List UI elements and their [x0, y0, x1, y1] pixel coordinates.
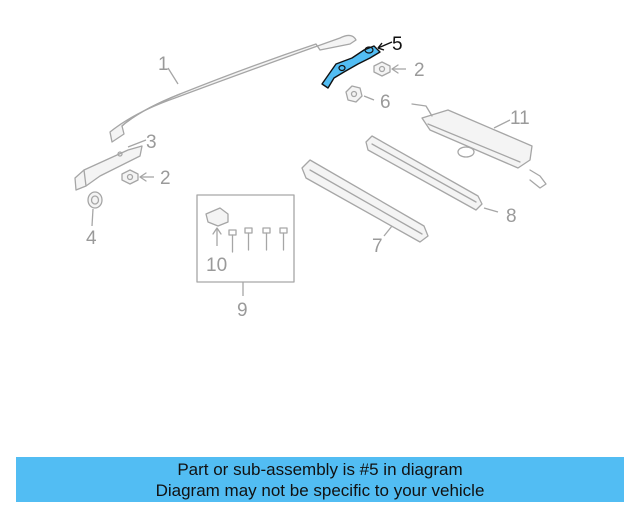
- arrow-2b: [391, 64, 399, 74]
- part-5-bracket-highlighted[interactable]: [321, 45, 381, 89]
- banner-line-1: Part or sub-assembly is #5 in diagram: [177, 460, 463, 479]
- callout-1: 1: [158, 54, 169, 75]
- leader-5: [377, 41, 393, 49]
- leader-4: [91, 208, 94, 227]
- part-11-module[interactable]: [411, 103, 547, 189]
- arrow-10: [212, 227, 222, 235]
- callout-2a: 2: [160, 168, 171, 189]
- info-banner: Part or sub-assembly is #5 in diagram Di…: [16, 457, 624, 502]
- arrow-2a: [139, 172, 147, 182]
- leader-1: [167, 67, 179, 85]
- part-7-cross-bar[interactable]: [301, 159, 429, 243]
- callout-2b: 2: [414, 60, 425, 81]
- part-2-nut-right[interactable]: [373, 61, 391, 77]
- arrow-5: [377, 42, 385, 51]
- callout-4: 4: [86, 228, 97, 249]
- leader-3: [127, 139, 147, 148]
- callout-10: 10: [206, 255, 227, 276]
- leader-7: [383, 225, 393, 237]
- callout-3: 3: [146, 132, 157, 153]
- part-4-grommet[interactable]: [87, 191, 103, 209]
- part-2-nut-left[interactable]: [121, 169, 139, 185]
- parts-diagram: 1 3 2 4 5 2 6: [74, 34, 547, 321]
- part-9-hardware-kit[interactable]: [196, 194, 295, 283]
- callout-11: 11: [510, 108, 530, 129]
- leader-8: [483, 207, 499, 213]
- part-10-clip[interactable]: [205, 207, 229, 227]
- callout-7: 7: [372, 236, 383, 257]
- bolt-icons: [228, 227, 288, 253]
- part-6-nut[interactable]: [345, 85, 363, 103]
- leader-11: [493, 119, 511, 129]
- callout-5: 5: [392, 34, 403, 55]
- part-1-roof-rail[interactable]: [109, 34, 357, 143]
- callout-8: 8: [506, 206, 517, 227]
- part-3-end-bracket[interactable]: [74, 145, 143, 191]
- part-8-cross-bar[interactable]: [365, 135, 483, 211]
- callout-6: 6: [380, 92, 391, 113]
- banner-line-2: Diagram may not be specific to your vehi…: [155, 481, 485, 500]
- leader-6: [363, 95, 375, 101]
- callout-9: 9: [237, 300, 248, 321]
